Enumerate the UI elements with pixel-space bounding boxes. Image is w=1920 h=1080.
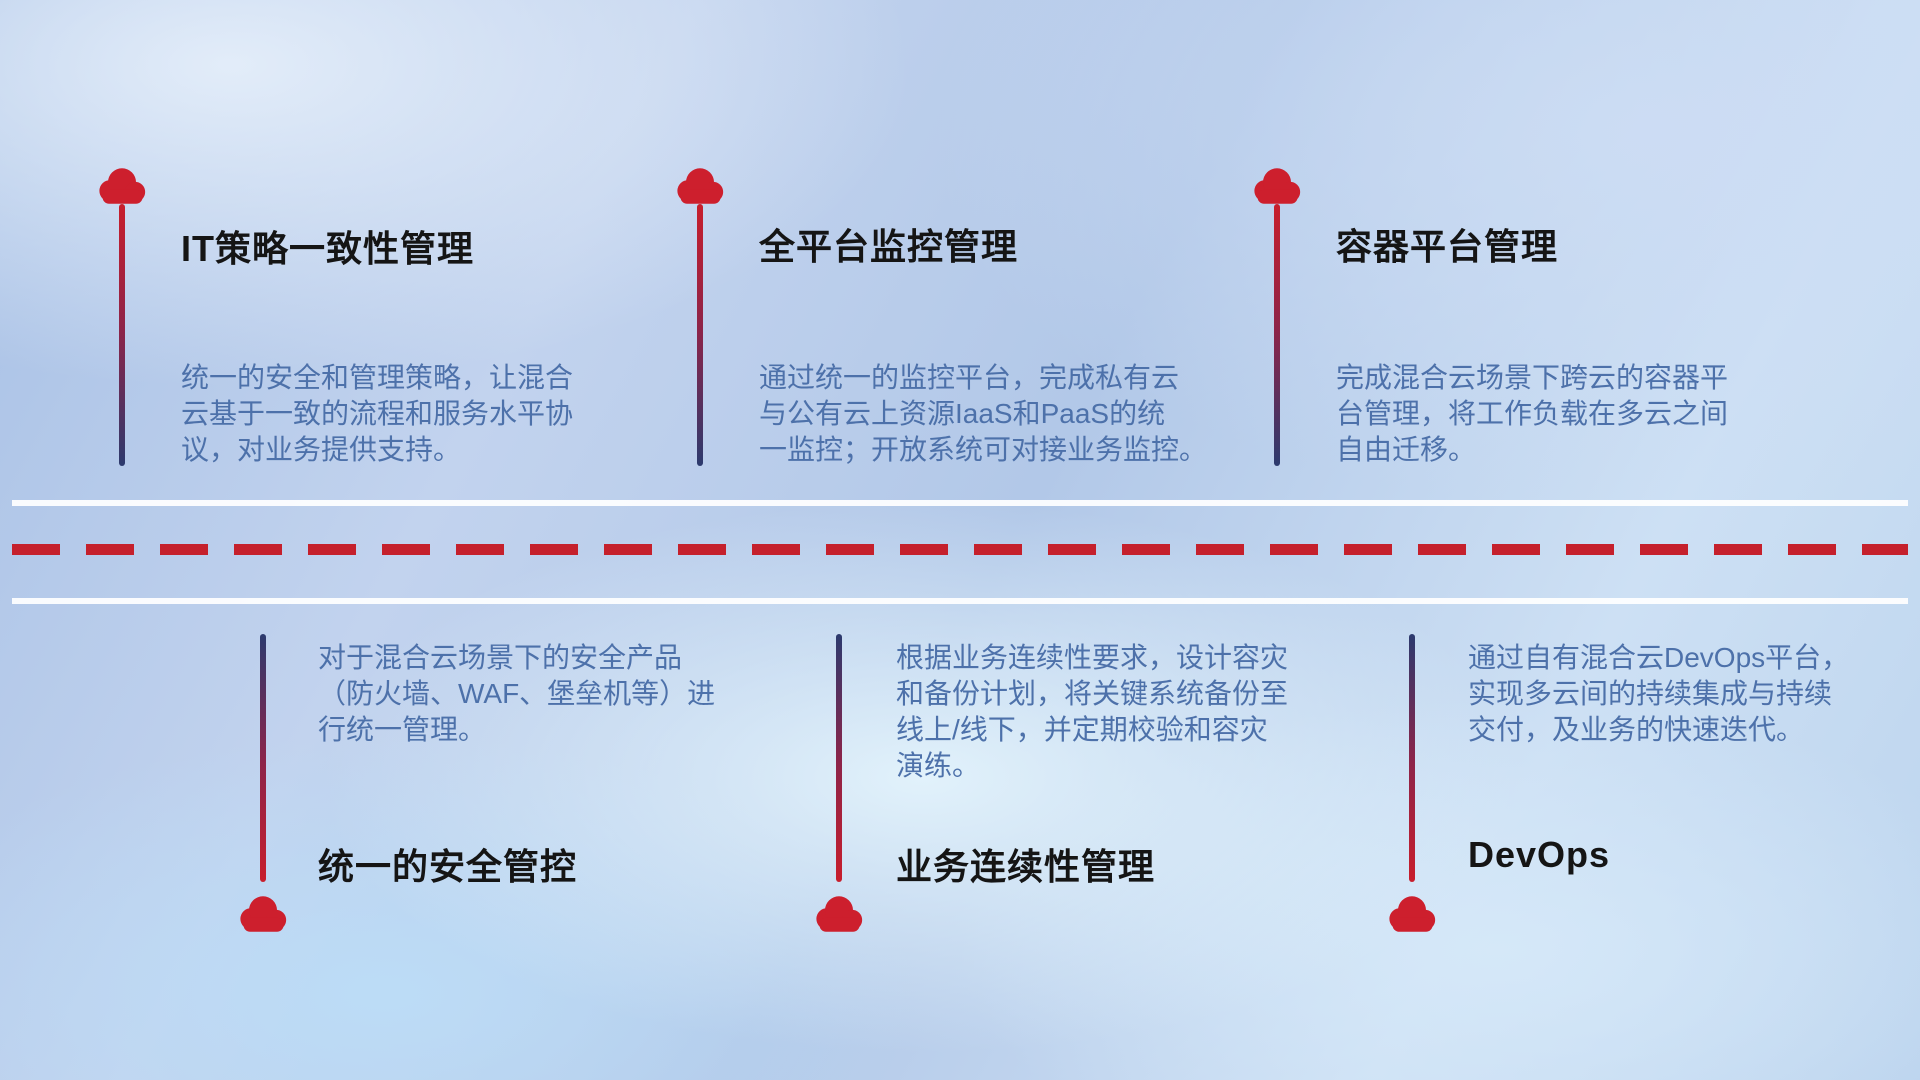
item-description: 通过自有混合云DevOps平台， 实现多云间的持续集成与持续 交付，及业务的快速… xyxy=(1468,642,1850,746)
connector-line xyxy=(1409,634,1415,882)
connector-line xyxy=(697,204,703,466)
connector-line xyxy=(836,634,842,882)
cloud-icon xyxy=(235,894,291,933)
item-description: 统一的安全和管理策略，让混合 云基于一致的流程和服务水平协 议，对业务提供支持。 xyxy=(181,362,574,466)
cloud-icon xyxy=(1249,166,1305,205)
connector-line xyxy=(260,634,266,882)
cloud-icon xyxy=(811,894,867,933)
divider-line-bottom xyxy=(12,598,1908,604)
cloud-icon xyxy=(1384,894,1440,933)
cloud-icon xyxy=(672,166,728,205)
item-title: 统一的安全管控 xyxy=(318,846,578,887)
item-description: 通过统一的监控平台，完成私有云 与公有云上资源IaaS和PaaS的统 一监控；开… xyxy=(759,362,1208,466)
item-description: 根据业务连续性要求，设计容灾 和备份计划，将关键系统备份至 线上/线下，并定期校… xyxy=(896,642,1289,782)
item-title: 全平台监控管理 xyxy=(759,226,1019,267)
cloud-icon xyxy=(94,166,150,205)
connector-line xyxy=(119,204,125,466)
item-title: IT策略一致性管理 xyxy=(181,228,474,269)
item-description: 对于混合云场景下的安全产品 （防火墙、WAF、堡垒机等）进 行统一管理。 xyxy=(318,642,716,746)
item-description: 完成混合云场景下跨云的容器平 台管理，将工作负载在多云之间 自由迁移。 xyxy=(1336,362,1729,466)
connector-line xyxy=(1274,204,1280,466)
item-title: 容器平台管理 xyxy=(1336,226,1559,267)
divider-line-top xyxy=(12,500,1908,506)
dashed-road-line xyxy=(12,544,1908,555)
item-title: DevOps xyxy=(1468,834,1611,875)
item-title: 业务连续性管理 xyxy=(896,846,1156,887)
